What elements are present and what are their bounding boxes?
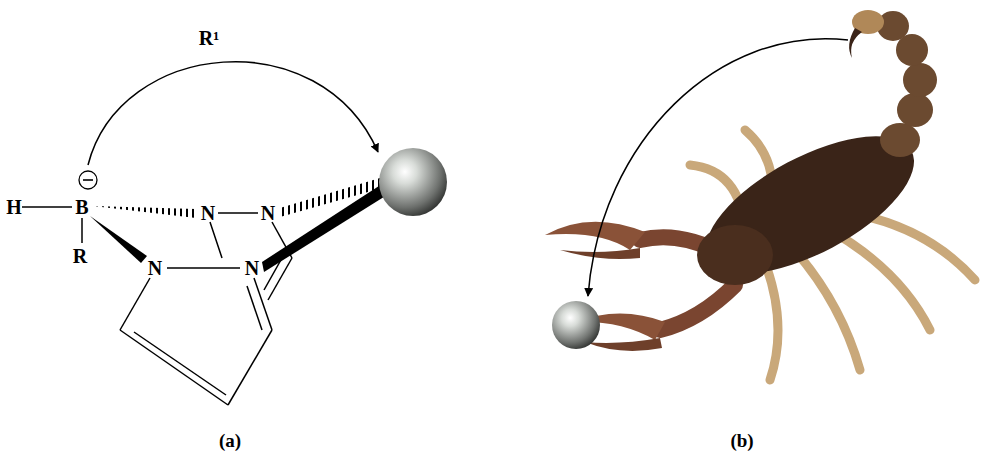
panel-label: (a) — [219, 431, 241, 450]
atom-label: N — [148, 258, 162, 278]
atom-label: N — [201, 203, 215, 223]
metal-sphere — [552, 301, 600, 349]
pyrazole-ring — [210, 222, 292, 300]
curved-arrow — [588, 39, 848, 296]
bond — [81, 218, 83, 243]
bond — [167, 267, 240, 269]
atom-label: H — [6, 197, 22, 217]
atom-label: B — [75, 197, 88, 217]
bond — [22, 206, 72, 208]
bold-wedge — [90, 216, 147, 263]
negative-charge — [79, 171, 97, 189]
panel-label: (b) — [730, 431, 753, 450]
hashed-wedge — [93, 206, 196, 218]
substituent-label: R — [73, 246, 87, 266]
atom-label: N — [261, 203, 275, 223]
pyrazole-ring — [120, 278, 272, 405]
bond — [218, 212, 258, 214]
scorpion-illustration — [545, 10, 975, 380]
atom-label: N — [245, 258, 259, 278]
metal-sphere — [379, 148, 447, 216]
curved-arrow — [88, 62, 378, 165]
substituent-label: R¹ — [199, 28, 219, 48]
